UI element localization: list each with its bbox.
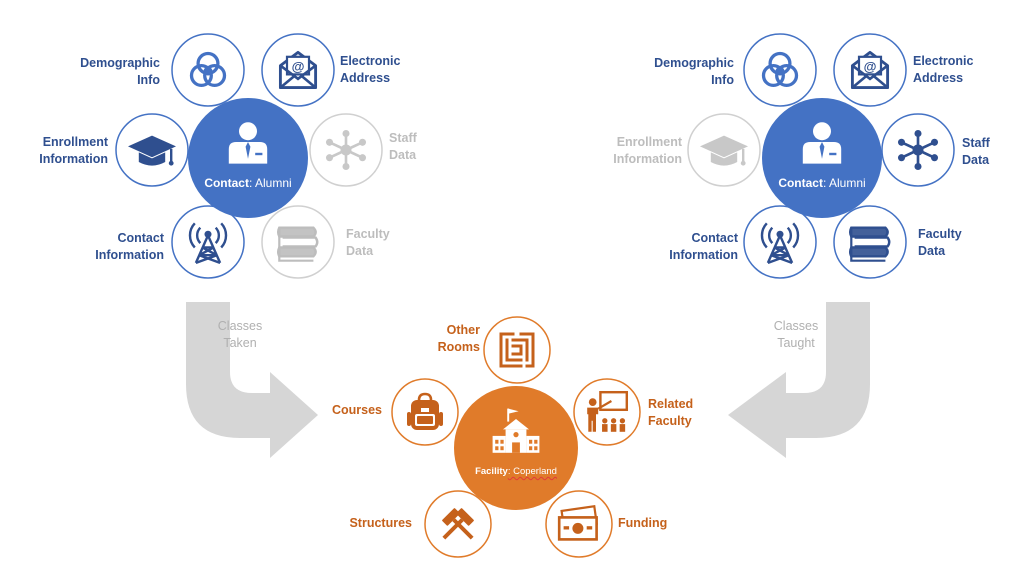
classes-taken-label: Classes Taken — [208, 318, 272, 352]
label-line: Other — [446, 323, 480, 337]
label-line: Demographic — [654, 56, 734, 70]
label-line: Data — [918, 244, 946, 258]
right-faculty-node[interactable] — [833, 205, 907, 279]
label-line: Contact — [691, 231, 738, 245]
label-line: Faculty — [648, 414, 692, 428]
right-contact-info-node[interactable] — [743, 205, 817, 279]
right-staff-node[interactable] — [881, 113, 955, 187]
label-line: Info — [137, 73, 160, 87]
center-label-rest: : Alumni — [822, 176, 866, 190]
left-enrollment-node[interactable] — [115, 113, 189, 187]
right-contact-cluster — [687, 33, 955, 279]
center-label-rest: : Alumni — [248, 176, 292, 190]
label-line: Structures — [349, 516, 412, 530]
facility-center-node[interactable] — [454, 386, 578, 510]
left-center-label: Contact: Alumni — [198, 176, 298, 190]
left-electronic-node[interactable] — [261, 33, 335, 107]
funding-node[interactable] — [545, 490, 613, 558]
right-contact-info-label: Contact Information — [632, 230, 738, 264]
label-line: Info — [711, 73, 734, 87]
courses-label: Courses — [318, 402, 382, 419]
label-line: Rooms — [437, 340, 480, 354]
label-line: Taken — [223, 336, 257, 350]
label-line: Funding — [618, 516, 668, 530]
label-line: Enrollment — [616, 135, 682, 149]
right-demographic-label: Demographic Info — [634, 55, 734, 89]
right-center-node[interactable] — [762, 98, 882, 218]
other-rooms-label: Other Rooms — [420, 322, 480, 356]
label-line: Electronic — [913, 54, 974, 68]
left-staff-label: Staff Data — [389, 130, 449, 164]
left-center-node[interactable] — [188, 98, 308, 218]
left-faculty-label: Faculty Data — [346, 226, 416, 260]
label-line: Information — [613, 152, 682, 166]
funding-label: Funding — [618, 515, 688, 532]
left-contact-info-node[interactable] — [171, 205, 245, 279]
label-line: Classes — [773, 319, 819, 333]
left-contact-cluster — [115, 33, 383, 279]
label-line: Classes — [217, 319, 263, 333]
right-center-label: Contact: Alumni — [772, 176, 872, 190]
left-demographic-node[interactable] — [171, 33, 245, 107]
facility-center-label: Facility: Coperland — [456, 466, 576, 477]
label-line: Taught — [777, 336, 815, 350]
left-enrollment-label: Enrollment Information — [10, 134, 108, 168]
right-enrollment-node[interactable] — [687, 113, 761, 187]
label-line: Electronic — [340, 54, 401, 68]
related-faculty-node[interactable] — [573, 378, 641, 446]
left-contact-info-label: Contact Information — [60, 230, 164, 264]
right-electronic-node[interactable] — [833, 33, 907, 107]
facility-cluster — [391, 316, 641, 558]
label-line: Information — [669, 248, 738, 262]
center-label-bold: Facility — [475, 466, 508, 477]
label-line: Address — [340, 71, 391, 85]
right-staff-label: Staff Data — [962, 135, 1018, 169]
related-faculty-label: Related Faculty — [648, 396, 718, 430]
label-line: Staff — [962, 136, 990, 150]
center-label-bold: Contact — [778, 176, 823, 190]
center-label-bold: Contact — [204, 176, 249, 190]
left-demographic-label: Demographic Info — [60, 55, 160, 89]
label-line: Demographic — [80, 56, 160, 70]
label-line: Information — [39, 152, 108, 166]
label-line: Faculty — [918, 227, 962, 241]
left-electronic-label: Electronic Address — [340, 53, 430, 87]
classes-taught-arrow — [728, 302, 870, 458]
right-faculty-label: Faculty Data — [918, 226, 988, 260]
label-line: Courses — [331, 403, 382, 417]
structures-node[interactable] — [424, 490, 492, 558]
label-line: Data — [346, 244, 374, 258]
label-line: Enrollment — [42, 135, 108, 149]
left-faculty-node[interactable] — [261, 205, 335, 279]
label-line: Data — [962, 153, 990, 167]
label-line: Contact — [117, 231, 164, 245]
structures-label: Structures — [330, 515, 412, 532]
right-electronic-label: Electronic Address — [913, 53, 1003, 87]
label-line: Faculty — [346, 227, 390, 241]
left-staff-node[interactable] — [309, 113, 383, 187]
right-demographic-node[interactable] — [743, 33, 817, 107]
classes-taught-label: Classes Taught — [764, 318, 828, 352]
label-line: Staff — [389, 131, 417, 145]
label-line: Address — [913, 71, 964, 85]
label-line: Data — [389, 148, 417, 162]
right-enrollment-label: Enrollment Information — [582, 134, 682, 168]
center-label-rest: : Coperland — [507, 466, 557, 477]
label-line: Related — [648, 397, 694, 411]
classes-taken-arrow — [186, 302, 318, 458]
other-rooms-node[interactable] — [483, 316, 551, 384]
courses-node[interactable] — [391, 378, 459, 446]
label-line: Information — [95, 248, 164, 262]
